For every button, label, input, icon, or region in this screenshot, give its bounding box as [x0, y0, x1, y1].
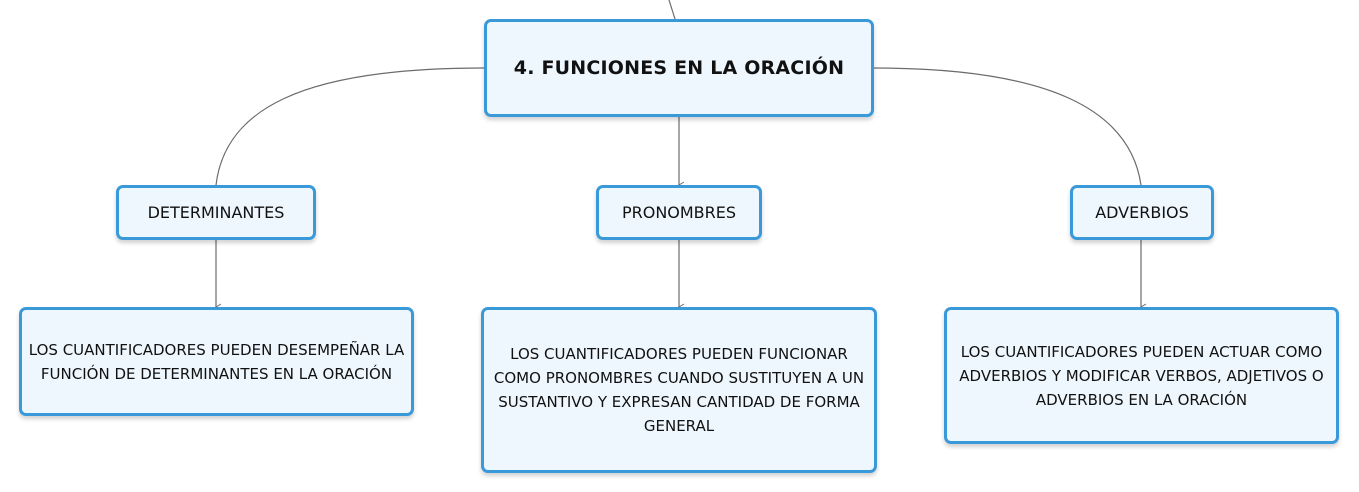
branch-label-determinantes: DETERMINANTES — [147, 203, 285, 222]
branch-label-pronombres: PRONOMBRES — [621, 203, 737, 222]
leaf-node-adverbios[interactable]: LOS CUANTIFICADORES PUEDEN ACTUAR COMO A… — [944, 307, 1339, 444]
branch-label-adverbios: ADVERBIOS — [1095, 203, 1189, 222]
connector-central-determinantes — [215, 67, 485, 186]
branch-node-adverbios[interactable]: ADVERBIOS — [1070, 185, 1214, 240]
branch-node-determinantes[interactable]: DETERMINANTES — [116, 185, 316, 240]
leaf-text-determinantes: LOS CUANTIFICADORES PUEDEN DESEMPEÑAR LA… — [28, 340, 405, 383]
leaf-text-adverbios: LOS CUANTIFICADORES PUEDEN ACTUAR COMO A… — [959, 342, 1324, 409]
leaf-node-pronombres[interactable]: LOS CUANTIFICADORES PUEDEN FUNCIONAR COM… — [481, 307, 877, 473]
central-topic-label: 4. FUNCIONES EN LA ORACIÓN — [513, 57, 845, 79]
leaf-text-pronombres: LOS CUANTIFICADORES PUEDEN FUNCIONAR COM… — [493, 345, 865, 435]
central-topic-node[interactable]: 4. FUNCIONES EN LA ORACIÓN — [484, 19, 874, 117]
connector-central-adverbios — [873, 67, 1142, 186]
parent-connector-line — [668, 0, 676, 20]
leaf-node-determinantes[interactable]: LOS CUANTIFICADORES PUEDEN DESEMPEÑAR LA… — [19, 307, 414, 416]
branch-node-pronombres[interactable]: PRONOMBRES — [596, 185, 762, 240]
